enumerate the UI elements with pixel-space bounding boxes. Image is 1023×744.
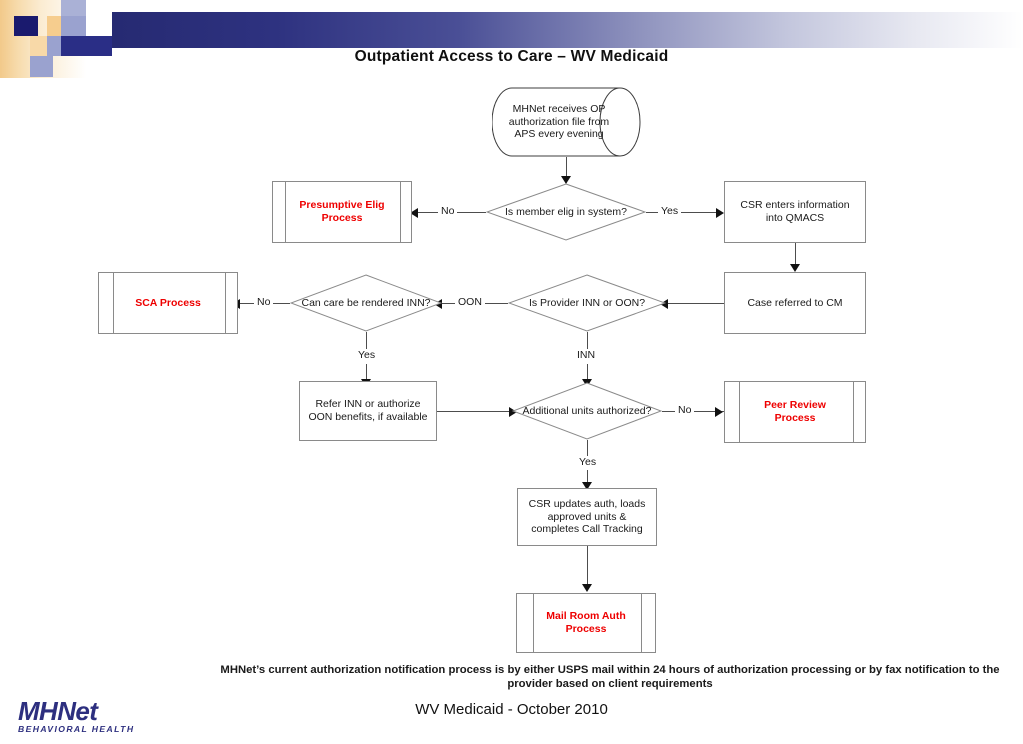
node-decision-additional-units-label: Additional units authorized? — [522, 404, 652, 417]
node-case-referred-cm-label: Case referred to CM — [747, 296, 843, 309]
node-csr-enters-qmacs: CSR enters information into QMACS — [724, 181, 866, 243]
node-sca-process: SCA Process — [98, 272, 238, 334]
header-gradient-band — [112, 12, 1023, 48]
edge-csr-to-mailroom — [587, 546, 588, 585]
node-peer-review-process-label: Peer Review Process — [764, 399, 826, 424]
edge-label-care-yes: Yes — [355, 349, 379, 361]
arrowhead-csr-to-mailroom — [582, 584, 592, 592]
edge-label-elig-no: No — [438, 205, 458, 217]
node-decision-provider: Is Provider INN or OON? — [508, 274, 666, 332]
edge-care-yes-upper — [366, 332, 367, 350]
edge-case-to-provider — [668, 303, 724, 304]
node-refer-inn-authorize-oon-label: Refer INN or authorize OON benefits, if … — [308, 398, 428, 423]
node-presumptive-elig-process: Presumptive Elig Process — [272, 181, 412, 243]
edge-label-units-no: No — [675, 404, 695, 416]
arrowhead-refer-to-units — [509, 407, 517, 417]
edge-care-yes-lower — [366, 364, 367, 380]
edge-provider-inn-upper — [587, 332, 588, 350]
node-decision-additional-units: Additional units authorized? — [512, 382, 662, 440]
node-case-referred-cm: Case referred to CM — [724, 272, 866, 334]
edge-label-care-no: No — [254, 296, 274, 308]
edge-source-to-elig — [566, 157, 567, 177]
node-peer-review-process: Peer Review Process — [724, 381, 866, 443]
logo-tagline: BEHAVIORAL HEALTH — [18, 724, 135, 734]
node-csr-updates-auth-label: CSR updates auth, loads approved units &… — [528, 498, 646, 536]
arrowhead-source-to-elig — [561, 176, 571, 184]
edge-csr-to-case — [795, 243, 796, 265]
deco-square-periwinkle — [61, 16, 86, 36]
arrowhead-elig-yes — [716, 208, 724, 218]
node-decision-eligibility: Is member elig in system? — [486, 183, 646, 241]
node-decision-provider-label: Is Provider INN or OON? — [528, 296, 646, 309]
node-mail-room-auth-process: Mail Room Auth Process — [516, 593, 656, 653]
node-sca-process-label: SCA Process — [135, 296, 201, 309]
edge-label-elig-yes: Yes — [658, 205, 682, 217]
page-title: Outpatient Access to Care – WV Medicaid — [354, 48, 669, 65]
deco-square-navy-2 — [61, 36, 112, 56]
arrowhead-case-to-provider — [660, 299, 668, 309]
arrowhead-units-no — [715, 407, 723, 417]
logo-wordmark: MHNet — [18, 696, 98, 726]
node-mail-room-auth-process-label: Mail Room Auth Process — [546, 610, 626, 635]
edge-label-provider-inn: INN — [574, 349, 599, 361]
edge-label-provider-oon: OON — [455, 296, 485, 308]
node-csr-enters-qmacs-label: CSR enters information into QMACS — [740, 199, 850, 224]
edge-provider-inn-lower — [587, 364, 588, 380]
edge-units-yes-lower — [587, 470, 588, 483]
node-refer-inn-authorize-oon: Refer INN or authorize OON benefits, if … — [299, 381, 437, 441]
node-decision-care-inn: Can care be rendered INN? — [290, 274, 442, 332]
slide-date-line: WV Medicaid - October 2010 — [415, 701, 608, 718]
deco-square-periwinkle-3 — [30, 56, 53, 77]
node-source-label: MHNet receives OP authorization file fro… — [508, 103, 610, 141]
node-decision-care-inn-label: Can care be rendered INN? — [301, 296, 431, 309]
mhnet-logo: MHNet BEHAVIORAL HEALTH — [18, 698, 134, 735]
arrowhead-elig-no — [410, 208, 418, 218]
arrowhead-units-yes — [582, 482, 592, 490]
node-source-cylinder: MHNet receives OP authorization file fro… — [492, 87, 642, 157]
edge-label-units-yes: Yes — [576, 456, 600, 468]
deco-square-periwinkle-top — [61, 0, 86, 17]
node-presumptive-elig-process-label: Presumptive Elig Process — [299, 199, 385, 224]
edge-refer-to-units — [437, 411, 510, 412]
deco-square-navy — [14, 16, 38, 36]
arrowhead-csr-to-case — [790, 264, 800, 272]
edge-units-yes-upper — [587, 440, 588, 456]
node-decision-eligibility-label: Is member elig in system? — [505, 205, 627, 218]
footer-note: MHNet’s current authorization notificati… — [220, 664, 1000, 690]
node-csr-updates-auth: CSR updates auth, loads approved units &… — [517, 488, 657, 546]
